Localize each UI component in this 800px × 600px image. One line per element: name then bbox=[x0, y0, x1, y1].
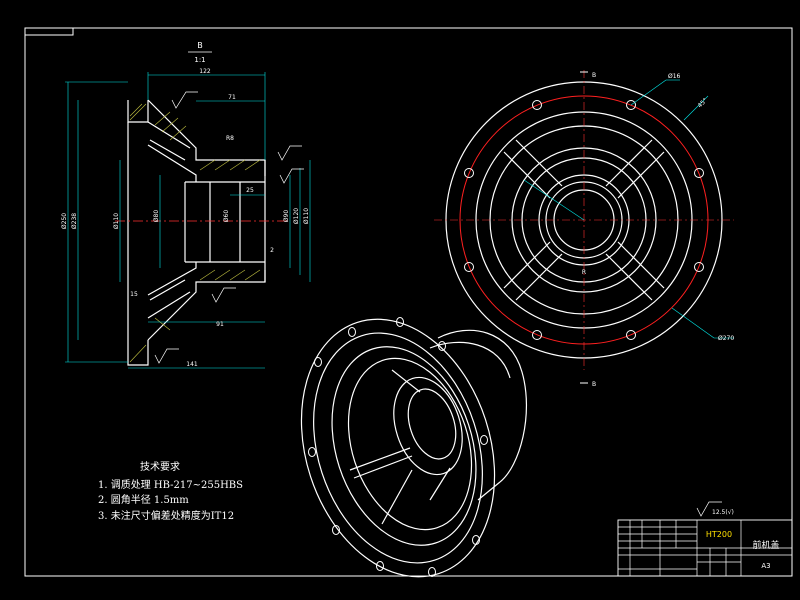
dim-step-25: 25 bbox=[246, 187, 254, 194]
surface-note: 12.5(√) bbox=[696, 501, 734, 517]
section-label: B bbox=[197, 41, 203, 50]
front-view: Ø16 Ø270 B B 45° R bbox=[434, 70, 734, 388]
tech-requirements-title: 技术要求 bbox=[140, 462, 180, 473]
dim-length-91: 91 bbox=[216, 321, 224, 328]
hole-callout: Ø16 bbox=[668, 73, 681, 80]
dim-right-1: Ø90 bbox=[283, 210, 290, 223]
sheet-size: A3 bbox=[761, 562, 770, 570]
dim-outer-flange: Ø250 bbox=[61, 213, 68, 229]
material-label: HT200 bbox=[706, 530, 732, 539]
dim-bore-left: Ø110 bbox=[113, 213, 120, 229]
center-mark: R bbox=[582, 269, 586, 276]
dim-total-length: 141 bbox=[186, 361, 198, 368]
tech-requirement-item: 1. 调质处理 HB-217~255HBS bbox=[98, 479, 244, 491]
dim-right-2: Ø120 bbox=[293, 208, 300, 224]
dim-overall-width: 122 bbox=[199, 68, 211, 75]
section-mark-bottom: B bbox=[592, 381, 596, 388]
dim-fillet-radius: R8 bbox=[226, 135, 234, 142]
section-hatch bbox=[129, 103, 261, 363]
isometric-view bbox=[300, 317, 528, 578]
surface-note-text: 12.5(√) bbox=[712, 509, 734, 516]
dim-boss: Ø80 bbox=[153, 210, 160, 223]
tech-requirements: 技术要求 1. 调质处理 HB-217~255HBS 2. 圆角半径 1.5mm… bbox=[98, 460, 243, 524]
section-scale: 1:1 bbox=[194, 56, 205, 64]
section-view: B 1:1 bbox=[61, 41, 311, 369]
dim-bearing-seat: Ø60 bbox=[223, 210, 230, 223]
roughness-symbols bbox=[154, 91, 304, 364]
bolt-holes bbox=[464, 100, 704, 340]
part-name: 前机盖 bbox=[752, 539, 779, 551]
section-outline bbox=[127, 99, 266, 366]
dim-bore-depth: 71 bbox=[228, 94, 236, 101]
section-mark-top: B bbox=[592, 72, 596, 79]
angle-mark: 45° bbox=[696, 97, 708, 109]
bolt-circle-callout: Ø270 bbox=[718, 335, 734, 342]
dim-step-2: 2 bbox=[270, 247, 274, 254]
dim-bolt-circle: Ø238 bbox=[71, 213, 78, 229]
dim-right-3: Ø110 bbox=[303, 208, 310, 224]
section-dimensions bbox=[65, 72, 311, 369]
title-block bbox=[617, 519, 793, 577]
drawing-code-box bbox=[24, 27, 74, 36]
tech-requirement-item: 2. 圆角半径 1.5mm bbox=[98, 495, 189, 506]
tech-requirement-item: 3. 未注尺寸偏差处精度为IT12 bbox=[98, 510, 235, 522]
dim-step-15: 15 bbox=[130, 291, 138, 298]
